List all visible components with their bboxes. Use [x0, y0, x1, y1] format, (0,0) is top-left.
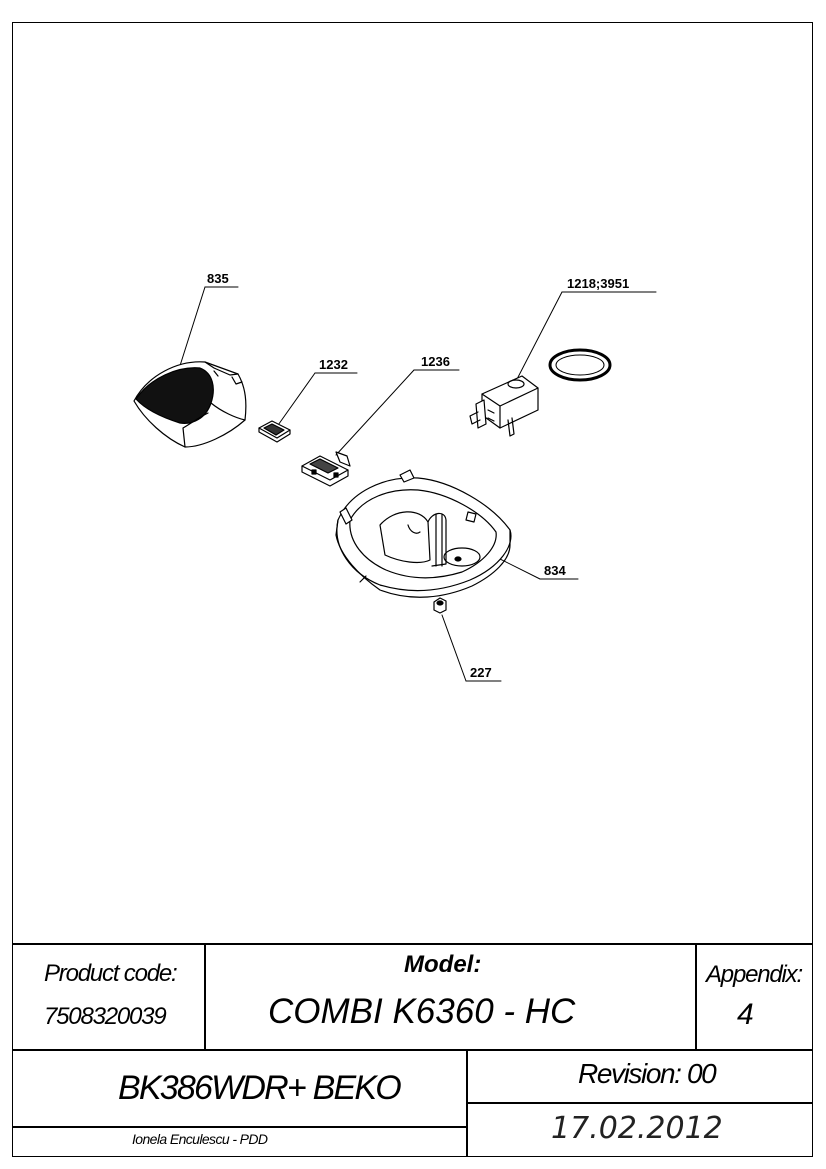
title-block-bottom-left-divider: [12, 1126, 466, 1128]
callout-834: 834: [544, 563, 566, 578]
author: Ionela Enculescu - PDD: [132, 1131, 268, 1147]
appendix-value: 4: [737, 998, 754, 1031]
drawing-frame: [12, 22, 813, 1157]
date: 17.02.2012: [551, 1111, 723, 1146]
model-value: COMBI K6360 - HC: [268, 992, 576, 1031]
callout-227: 227: [470, 665, 492, 680]
part-1236-lamp-holder: [301, 451, 351, 487]
callout-835: 835: [207, 271, 229, 286]
part-227-nut: [433, 597, 447, 614]
revision: Revision: 00: [578, 1058, 717, 1089]
appendix-label: Appendix:: [706, 961, 803, 988]
callout-1236: 1236: [421, 354, 450, 369]
part-834-housing: [335, 469, 512, 598]
part-1232-board: [258, 420, 291, 443]
callout-1218-3951: 1218;3951: [567, 276, 630, 291]
product-name: BK386WDR+ BEKO: [118, 1069, 402, 1107]
part-1218-3951-switch: [469, 348, 612, 437]
title-block-col2-divider: [695, 943, 697, 1049]
product-code-value: 7508320039: [44, 1003, 167, 1030]
title-block-right-divider: [466, 1102, 813, 1104]
title-block-col1-divider: [204, 943, 206, 1049]
part-835-lamp-cover: [133, 361, 247, 448]
title-block-row2-divider: [466, 1049, 468, 1157]
callout-1232: 1232: [319, 357, 348, 372]
model-label: Model:: [404, 951, 482, 978]
product-code-label: Product code:: [44, 960, 178, 987]
title-block-mid-border: [12, 1049, 813, 1051]
title-block-top-border: [12, 943, 813, 945]
